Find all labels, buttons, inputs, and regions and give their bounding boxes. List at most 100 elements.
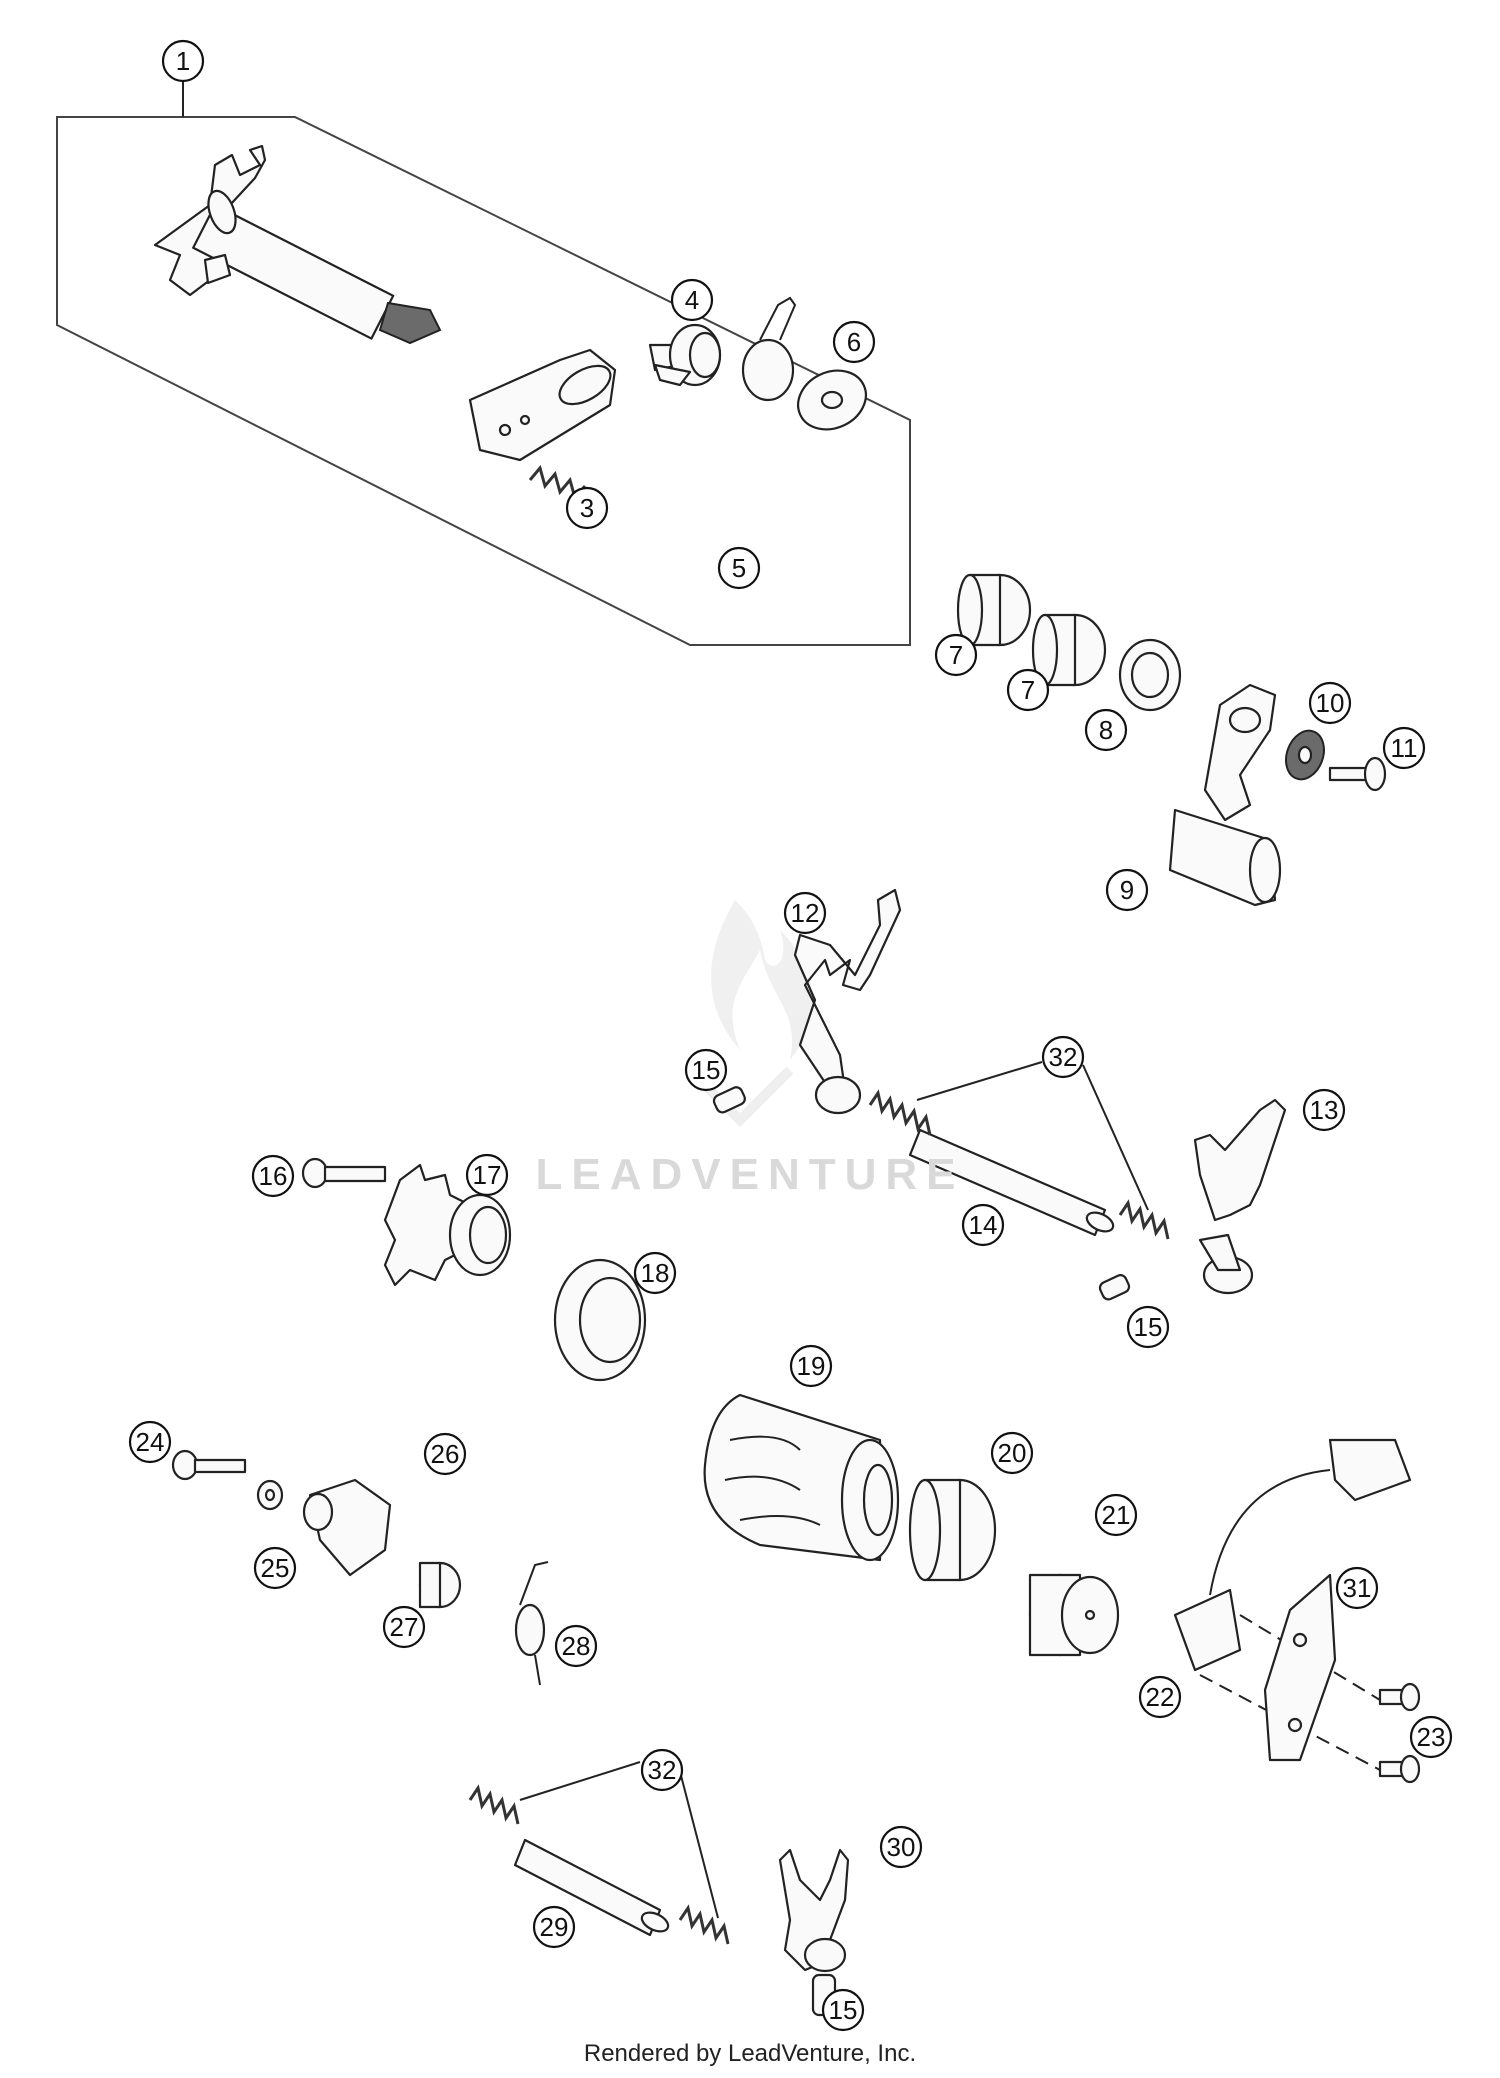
screw-23-b <box>1378 1754 1421 1784</box>
shift-plate <box>468 348 617 462</box>
callout-32-lower: 32 <box>640 1748 684 1792</box>
svg-text:21: 21 <box>1102 1500 1131 1530</box>
spring-32-lower-a <box>468 1784 520 1825</box>
svg-text:27: 27 <box>390 1612 419 1642</box>
svg-text:7: 7 <box>1021 675 1035 705</box>
svg-text:13: 13 <box>1310 1095 1339 1125</box>
svg-text:29: 29 <box>540 1912 569 1942</box>
callout-3: 3 <box>565 486 609 530</box>
spring-32-upper-b <box>1118 1199 1170 1240</box>
callout-15c: 15 <box>821 1988 865 2032</box>
svg-text:15: 15 <box>1134 1312 1163 1342</box>
bolt-11 <box>1328 756 1387 792</box>
footer-credit: Rendered by LeadVenture, Inc. <box>583 2040 917 2067</box>
callout-21: 21 <box>1094 1493 1138 1537</box>
callout-8: 8 <box>1084 708 1128 752</box>
washer-6 <box>797 369 867 431</box>
bolt-16 <box>301 1157 387 1189</box>
callout-24: 24 <box>128 1420 172 1464</box>
svg-text:6: 6 <box>847 327 861 357</box>
callout-4: 4 <box>670 278 714 322</box>
callout-14: 14 <box>961 1203 1005 1247</box>
svg-text:24: 24 <box>136 1427 165 1457</box>
bracket-31 <box>1263 1573 1337 1762</box>
svg-text:3: 3 <box>580 493 594 523</box>
callout-15b: 15 <box>1126 1305 1170 1349</box>
pin-15-b <box>1098 1274 1131 1301</box>
leader-32-lower-a <box>519 1761 641 1801</box>
svg-text:9: 9 <box>1120 875 1134 905</box>
svg-text:11: 11 <box>1391 733 1418 763</box>
svg-text:1: 1 <box>176 46 190 76</box>
callout-30: 30 <box>879 1825 923 1869</box>
locking-lever-26 <box>302 1478 392 1577</box>
bolt-24 <box>171 1449 247 1481</box>
pin-15-a <box>712 1086 746 1114</box>
svg-text:18: 18 <box>641 1258 670 1288</box>
svg-text:26: 26 <box>431 1439 460 1469</box>
svg-text:23: 23 <box>1417 1722 1446 1752</box>
leader-32-upper-b <box>1082 1064 1149 1211</box>
callout-22: 22 <box>1138 1675 1182 1719</box>
part-4 <box>648 323 722 387</box>
torsion-spring-5 <box>741 296 797 402</box>
callout-10: 10 <box>1308 681 1352 725</box>
bearing-18 <box>553 1258 647 1382</box>
callout-5: 5 <box>717 546 761 590</box>
callout-25: 25 <box>253 1546 297 1590</box>
svg-text:15: 15 <box>692 1055 721 1085</box>
svg-text:12: 12 <box>791 898 820 928</box>
svg-text:31: 31 <box>1343 1573 1372 1603</box>
shift-lever-9 <box>1168 683 1282 907</box>
callout-26: 26 <box>423 1432 467 1476</box>
shift-rod-29 <box>513 1838 670 1937</box>
callout-27: 27 <box>382 1605 426 1649</box>
svg-text:15: 15 <box>829 1995 858 2025</box>
seal-8 <box>1118 638 1182 712</box>
callout-32-upper: 32 <box>1041 1035 1085 1079</box>
roller-27 <box>418 1561 462 1609</box>
callout-7a: 7 <box>934 633 978 677</box>
callout-23: 23 <box>1409 1715 1453 1759</box>
shift-fork-13 <box>1193 1098 1287 1295</box>
svg-text:32: 32 <box>1049 1042 1078 1072</box>
svg-text:10: 10 <box>1316 688 1345 718</box>
spring-32-upper-a <box>868 1089 932 1136</box>
callout-11: 11 <box>1382 726 1426 770</box>
svg-text:25: 25 <box>261 1553 290 1583</box>
part-21 <box>1028 1573 1120 1657</box>
svg-text:14: 14 <box>969 1210 998 1240</box>
callout-9: 9 <box>1105 868 1149 912</box>
svg-text:5: 5 <box>732 553 746 583</box>
shift-fork-12 <box>793 888 902 1115</box>
bushing-7b <box>1031 613 1107 687</box>
callout-29: 29 <box>532 1905 576 1949</box>
callout-19: 19 <box>789 1344 833 1388</box>
svg-text:22: 22 <box>1146 1682 1175 1712</box>
svg-text:8: 8 <box>1099 715 1113 745</box>
callout-20: 20 <box>990 1431 1034 1475</box>
svg-text:16: 16 <box>259 1161 288 1191</box>
washer-10 <box>1285 729 1325 781</box>
screw-23-a <box>1378 1682 1421 1712</box>
shift-fork-30 <box>778 1848 850 1973</box>
callout-18: 18 <box>633 1251 677 1295</box>
shift-shaft <box>153 144 442 345</box>
spring-32-lower-b <box>678 1904 730 1945</box>
shift-drum-19 <box>703 1393 900 1562</box>
washer-25 <box>256 1479 284 1511</box>
watermark-text: LEADVENTURE <box>535 1150 965 1199</box>
callout-28: 28 <box>554 1624 598 1668</box>
callout-7b: 7 <box>1006 668 1050 712</box>
bushing-7a <box>956 573 1032 647</box>
leader-32-lower-b <box>677 1763 719 1919</box>
svg-text:32: 32 <box>648 1755 677 1785</box>
callout-12: 12 <box>783 891 827 935</box>
callout-1: 1 <box>161 39 205 83</box>
shift-rod-14 <box>908 1128 1115 1237</box>
callout-17: 17 <box>465 1153 509 1197</box>
callout-6: 6 <box>832 320 876 364</box>
bearing-ring-20 <box>908 1478 997 1582</box>
callout-13: 13 <box>1302 1088 1346 1132</box>
